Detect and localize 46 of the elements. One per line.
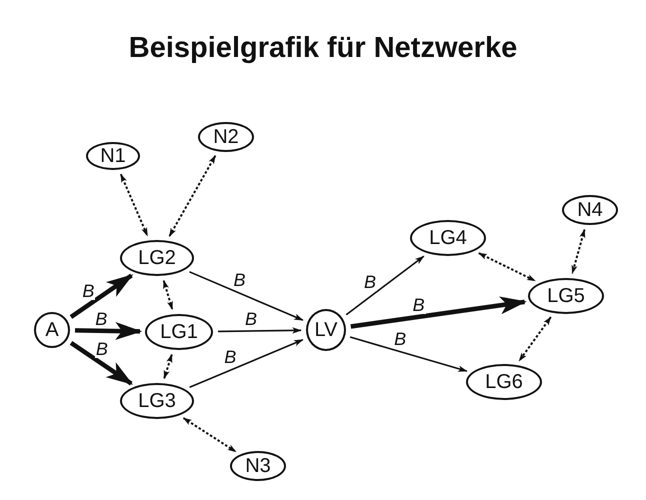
dashed-arrow bbox=[571, 228, 586, 274]
ellipse-node bbox=[466, 364, 542, 400]
ellipse-node bbox=[120, 383, 194, 419]
ellipse-node bbox=[528, 278, 604, 314]
arrow bbox=[350, 296, 527, 329]
dashed-arrow bbox=[518, 316, 552, 362]
ellipse-node bbox=[230, 451, 286, 481]
node-label: LG1 bbox=[160, 320, 198, 344]
dashed-arrow bbox=[163, 354, 173, 380]
node-label: N3 bbox=[245, 454, 271, 478]
node-label: A bbox=[45, 318, 59, 342]
arrow bbox=[350, 336, 468, 372]
ellipse-node bbox=[562, 195, 618, 225]
diagram-title: Beispielgrafik für Netzwerke bbox=[128, 32, 518, 65]
dashed-arrow bbox=[478, 252, 536, 282]
arrow bbox=[346, 256, 424, 316]
dashed-arrow bbox=[182, 417, 237, 453]
ellipse-node bbox=[86, 142, 140, 170]
arrow bbox=[218, 327, 302, 334]
arrow bbox=[70, 341, 134, 386]
node-label: LG5 bbox=[547, 284, 585, 308]
ellipse-node bbox=[34, 312, 70, 348]
edge-label: B bbox=[412, 296, 426, 314]
ellipse-node bbox=[198, 122, 254, 152]
arrow bbox=[70, 274, 134, 319]
edge-label: B bbox=[81, 282, 96, 300]
node-label: LG6 bbox=[485, 370, 523, 394]
node-label: LG4 bbox=[429, 226, 467, 250]
arrow bbox=[189, 271, 304, 321]
node-label: N1 bbox=[100, 144, 126, 168]
node-label: LG2 bbox=[138, 246, 176, 270]
ellipse-node bbox=[306, 309, 346, 351]
edge-label: B bbox=[363, 272, 378, 291]
ellipse-node bbox=[410, 220, 486, 256]
arrow bbox=[189, 339, 304, 388]
node-label: LV bbox=[314, 318, 338, 342]
node-label: N2 bbox=[213, 126, 239, 148]
node-label: N4 bbox=[577, 198, 603, 222]
arrow bbox=[74, 322, 142, 340]
dashed-arrow bbox=[168, 155, 216, 237]
edge-label: B bbox=[94, 340, 109, 358]
edge-label: B bbox=[94, 310, 108, 328]
dashed-arrow bbox=[162, 280, 174, 310]
node-label: LG3 bbox=[138, 390, 176, 412]
ellipse-node bbox=[120, 240, 194, 276]
dashed-arrow bbox=[120, 174, 148, 236]
